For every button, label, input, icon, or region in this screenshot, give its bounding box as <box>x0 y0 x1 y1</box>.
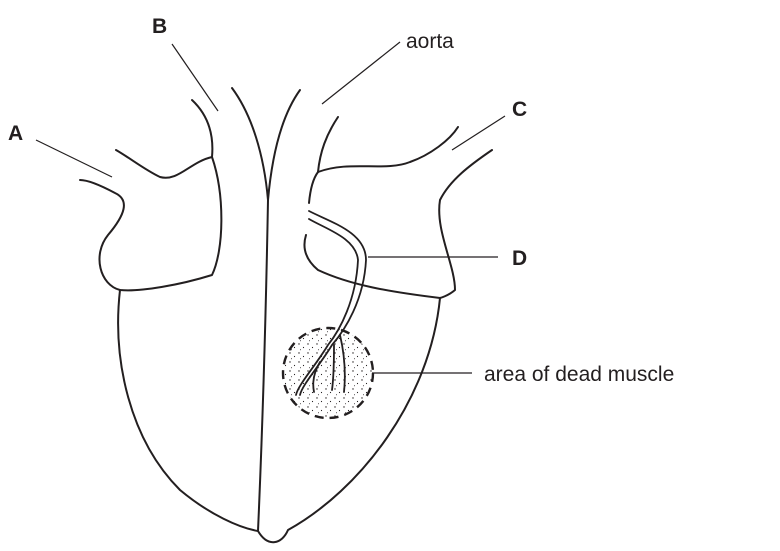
label-b: B <box>152 15 167 38</box>
left-atrium-outline <box>80 157 221 290</box>
vena-cava-a-top <box>116 150 212 178</box>
label-dead-muscle: area of dead muscle <box>484 363 674 386</box>
right-atrium-lower <box>305 150 493 298</box>
right-atrium-top-edge <box>309 172 318 203</box>
label-a: A <box>8 122 23 145</box>
vessel-b-right-wall <box>232 88 268 200</box>
aorta-left-wall <box>268 90 300 200</box>
label-aorta: aorta <box>406 30 454 53</box>
vessel-b-left-wall <box>192 100 212 157</box>
label-d: D <box>512 247 527 270</box>
leader-line-c <box>452 116 505 150</box>
right-atrium-outline <box>318 127 458 172</box>
aorta-right-wall <box>318 117 338 172</box>
leader-line-a <box>36 140 112 177</box>
left-ventricle-outline <box>118 200 268 531</box>
dead-muscle-area <box>283 328 373 418</box>
leader-line-aorta <box>322 42 400 104</box>
label-c: C <box>512 98 527 121</box>
leader-line-b <box>172 44 218 111</box>
